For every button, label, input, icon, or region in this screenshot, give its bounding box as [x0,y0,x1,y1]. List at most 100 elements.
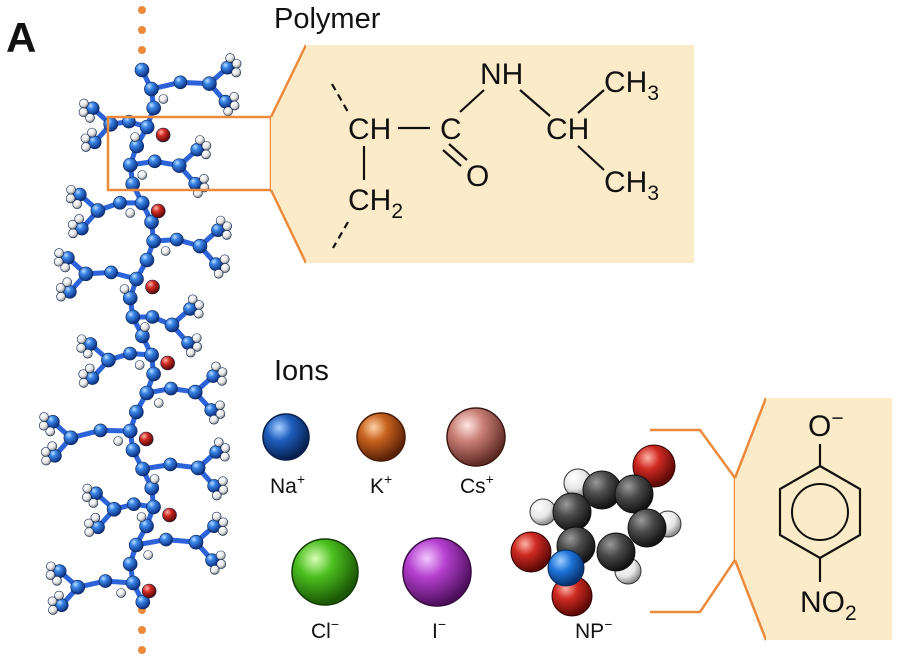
chain-atom [135,461,150,477]
ion-i-label: I− [432,616,446,643]
chain-atom [187,384,203,400]
chain-atom [41,455,51,466]
chain-atom [98,574,113,588]
chain-atom [216,550,226,561]
chain-atom [63,430,79,446]
chain-atom [164,317,180,333]
ion-k-label: K+ [370,471,392,498]
chain-atom [143,550,153,560]
ion-cl: Cl− [291,538,359,643]
chain-atom [218,476,228,486]
chain-atom [106,502,122,517]
ion-na: Na+ [262,413,310,498]
chain-atom [149,474,160,484]
chain-atom [137,170,148,180]
chain-atom [87,127,97,138]
axis-dot [138,6,146,14]
chain-atom [201,149,211,160]
chain-atom [54,248,64,258]
chain-atom [134,195,150,211]
chain-atom [90,203,106,218]
chain-atom [68,228,78,239]
chain-atom [104,265,118,280]
chain-atom [215,215,226,226]
chain-atom [129,271,144,287]
ions-heading: Ions [274,355,329,387]
np-structure: O− NO2 [778,407,862,625]
atom-c-carbonyl: C [440,113,462,146]
chain-atom [164,381,178,396]
chain-atom [122,556,138,572]
chain-atom [85,113,95,123]
chain-atom [84,518,94,529]
ion-cs-sphere [446,407,506,467]
atom-ch3-top: CH3 [604,66,659,105]
chain-atom [78,266,94,282]
chain-atom [103,116,118,132]
ion-cl-sphere [291,538,359,606]
chain-atom [78,107,89,117]
chain-atom [113,195,127,210]
atom-o-carbonyl: O [466,160,489,193]
np-space-filling-model [510,444,682,617]
atom-ch2: CH2 [348,184,403,223]
chain-atom [146,233,161,249]
chain-atom [122,290,138,306]
chain-atom [80,133,91,144]
chain-atom [146,100,161,116]
chain-atom [144,347,159,363]
polymer-chain-model [38,6,242,654]
chain-atom [122,114,136,129]
chain-atom [65,193,76,204]
chain-atom [162,507,177,523]
chain-atom [170,232,184,247]
ion-cl-label: Cl− [311,616,339,643]
chain-atom [90,512,101,523]
polymer-structure-panel [306,45,694,263]
chain-atom [84,527,95,537]
chain-atom [160,246,171,256]
atom-ch-left: CH [348,113,391,146]
chain-atom [139,385,155,401]
chain-atom [211,361,221,372]
chain-atom [145,310,160,324]
chain-atom [122,157,138,173]
chain-atom [139,252,155,268]
ion-i: I− [402,537,472,643]
chain-atom [47,441,58,451]
chain-atom [220,451,230,462]
chain-atom [119,284,130,294]
chain-atom [155,127,171,143]
ion-na-sphere [262,413,310,461]
axis-dot [138,646,146,654]
chain-atom [82,492,92,503]
chain-atom [74,214,84,224]
chain-atom [134,360,145,370]
axis-dot [138,26,146,34]
chain-atom [221,230,232,240]
chain-atom [231,67,242,78]
chain-atom [82,348,93,359]
chain-atom [46,561,56,572]
chain-atom [147,154,162,169]
chain-atom [125,442,141,458]
chain-atom [78,369,89,379]
chain-atom [217,376,227,386]
chain-atom [78,378,89,388]
panel-label: A [6,14,36,61]
chain-atom [193,308,204,319]
chain-atom [158,94,169,104]
chain-atom [218,485,229,495]
chain-atom [55,283,66,293]
chain-atom [138,431,154,447]
chain-atom [201,140,212,151]
chain-atom [192,342,203,352]
chain-atom [54,590,64,601]
chain-atom [187,294,198,305]
axis-dot [138,46,146,54]
chain-atom [125,575,141,591]
chain-atom [191,333,202,343]
chain-atom [229,92,240,102]
chain-atom [140,322,150,332]
chain-atom [123,346,137,361]
